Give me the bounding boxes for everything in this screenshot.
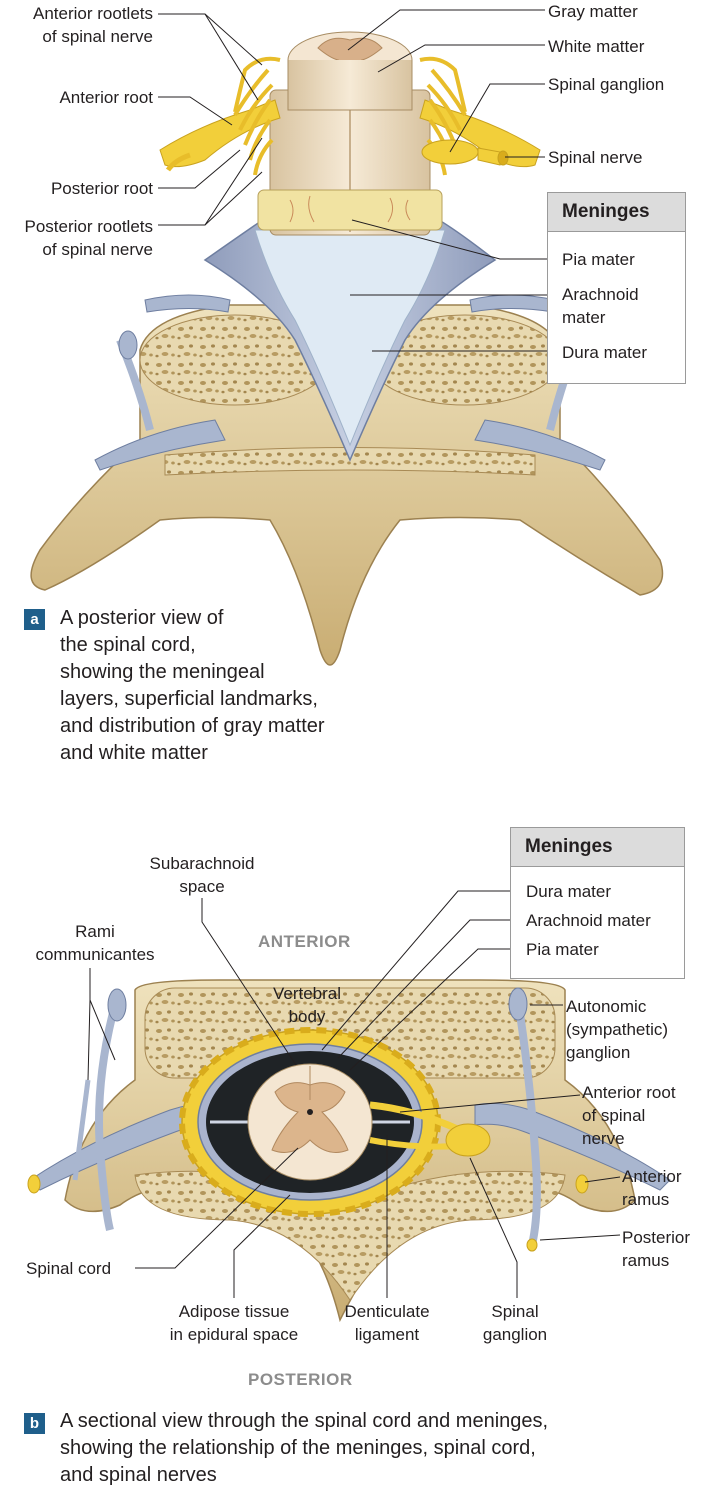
label-arachnoid-mater-b: Arachnoid mater — [526, 911, 651, 930]
panel-a-illustration — [30, 31, 664, 666]
label-subarachnoid-space: Subarachnoid space — [149, 854, 255, 896]
meninges-title-a: Meninges — [548, 193, 685, 232]
leader-lines-a — [158, 9, 557, 352]
meninges-box-b: Meninges — [510, 827, 685, 979]
gray-matter-b — [271, 1082, 349, 1153]
label-adipose-tissue: Adipose tissue in epidural space — [169, 1302, 299, 1344]
label-dura-mater-b: Dura mater — [526, 882, 612, 901]
label-arachnoid-mater-a: Arachnoid mater — [562, 285, 639, 327]
caption-badge-b: b — [24, 1413, 45, 1434]
panel-b-illustration — [27, 979, 671, 1323]
spinal-nerves-a — [159, 56, 541, 176]
meninges-title-b: Meninges — [511, 828, 684, 867]
label-vertebral-body: Vertebral body — [272, 984, 342, 1026]
label-posterior-rootlets: Posterior rootlets of spinal nerve — [24, 217, 154, 259]
label-denticulate-ligament: Denticulate ligament — [344, 1302, 430, 1344]
label-posterior-root: Posterior root — [50, 179, 153, 198]
label-anterior: ANTERIOR — [258, 932, 351, 951]
label-posterior-ramus: Posterior ramus — [622, 1228, 691, 1270]
label-white-matter: White matter — [548, 37, 645, 56]
label-spinal-ganglion-a: Spinal ganglion — [548, 75, 665, 94]
label-rami-communicantes: Rami communicantes — [35, 922, 155, 964]
label-spinal-ganglion-b: Spinal ganglion — [482, 1302, 548, 1344]
leader-lines-b — [87, 890, 621, 1298]
label-gray-matter: Gray matter — [548, 2, 638, 21]
label-posterior: POSTERIOR — [248, 1370, 353, 1389]
label-anterior-root: Anterior root — [59, 88, 153, 107]
label-pia-mater-a: Pia mater — [562, 250, 635, 269]
caption-b: A sectional view through the spinal cord… — [60, 1410, 549, 1486]
label-pia-mater-b: Pia mater — [526, 940, 599, 959]
label-spinal-nerve: Spinal nerve — [548, 148, 643, 167]
label-anterior-rootlets: Anterior rootlets of spinal nerve — [33, 4, 153, 46]
label-anterior-root-b: Anterior root of spinal nerve — [582, 1083, 676, 1148]
label-anterior-ramus: Anterior ramus — [622, 1167, 682, 1209]
label-spinal-cord-b: Spinal cord — [26, 1259, 112, 1278]
caption-a: A posterior view of the spinal cord, sho… — [60, 607, 325, 764]
meninges-box-a: Meninges — [547, 192, 686, 384]
pia-mater-a — [257, 189, 443, 231]
caption-badge-a: a — [24, 609, 45, 630]
spinal-ganglion-b — [445, 1123, 491, 1157]
label-autonomic-ganglion: Autonomic (sympathetic) ganglion — [566, 997, 669, 1062]
label-dura-mater-a: Dura mater — [562, 343, 648, 362]
arachnoid-mater-a — [254, 229, 446, 447]
